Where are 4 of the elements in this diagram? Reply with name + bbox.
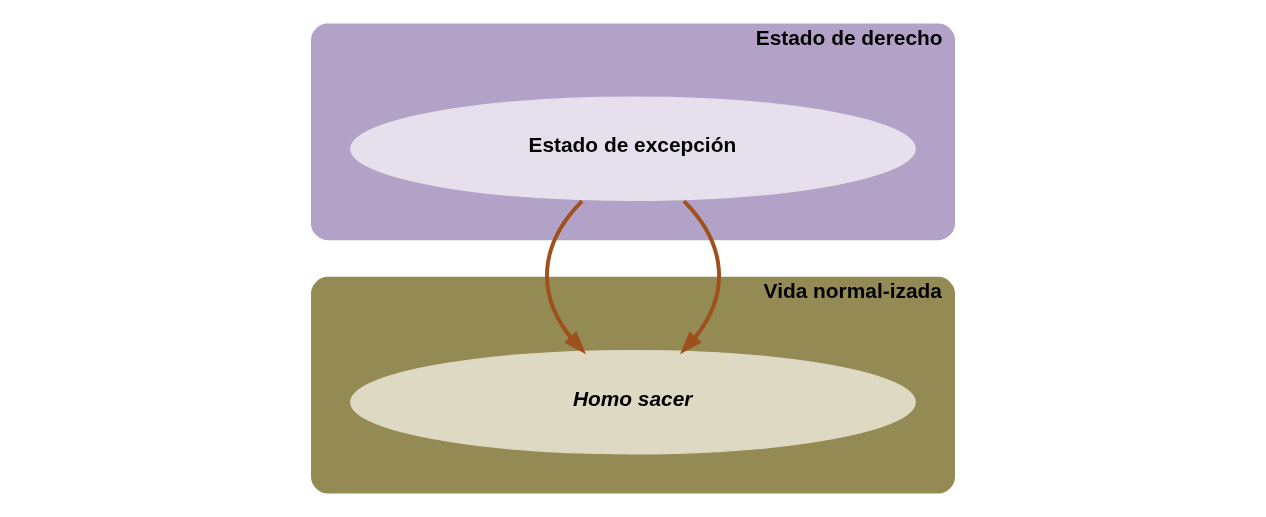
arrow — [679, 199, 721, 355]
node-ellipse: Estado de excepción — [350, 96, 916, 202]
node-ellipse: Homo sacer — [350, 349, 916, 455]
arrow — [545, 199, 587, 355]
